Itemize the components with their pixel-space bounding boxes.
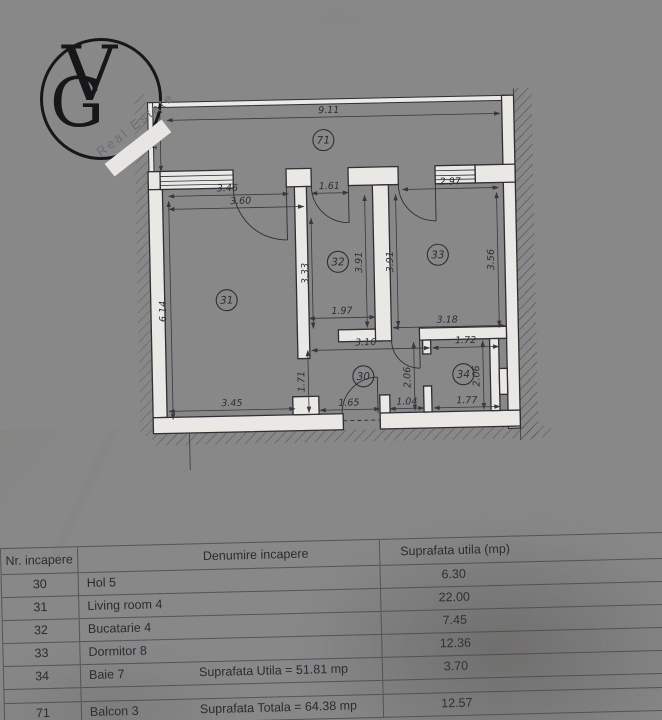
dim-bedroom-bottom: 3.18 [436,314,457,325]
dim-hall-bottom: 1.04 [396,396,417,407]
dim-bedroom-top: 2.97 [440,176,461,187]
logo-circle-icon [40,38,162,160]
dim-living-bottom: 3.45 [221,398,242,409]
dim-kitchen-left: 3.33 [300,263,311,284]
vg-real-estate-logo: V G Real Estate [36,34,226,184]
paper-crease [0,430,170,560]
room-label-kitchen: 32 [331,256,345,268]
dim-balcony-width: 9.11 [318,105,339,116]
floor-plan-drawing: 9.11 3.46 3.60 1.61 2.97 1.97 3.18 3.16 … [134,87,552,470]
dim-bedroom-left: 3.91 [385,251,396,272]
room-label-bath: 34 [457,369,471,381]
dim-living-top: 3.46 [217,183,238,194]
dim-hall-top: 3.16 [355,337,376,348]
windows [159,164,476,191]
paper-smudge [265,0,415,34]
cell-room-number: 31 [1,596,80,621]
room-labels: 71 31 32 33 30 34 [215,129,475,388]
logo-monogram-g: G [50,64,105,143]
dim-bedroom-right: 3.56 [486,249,497,270]
photo-shadow-bottom-right [272,500,662,720]
dim-bath-right: 2.06 [471,365,482,386]
dim-kitchen-top: 1.61 [319,181,340,192]
dim-living-left: 6.14 [158,301,169,322]
dim-hall-entrance: 1.65 [338,397,359,408]
dim-bath-left: 2.06 [402,367,413,388]
room-label-living: 31 [220,295,234,307]
room-label-hall: 30 [357,371,371,383]
dim-living-top-overall: 3.60 [230,196,251,207]
dim-bath-top: 1.72 [455,335,476,346]
dim-bath-bottom: 1.77 [456,395,477,406]
photo-shadow-bottom-left [0,640,260,720]
dim-hall-left: 1.71 [296,371,307,392]
room-label-balcony: 71 [317,134,331,146]
entrance-threshold [343,419,381,422]
room-label-bedroom: 33 [431,249,445,261]
cell-room-number: 30 [0,573,80,598]
logo-monogram-v: V [62,29,117,118]
dim-kitchen-bottom: 1.97 [331,306,352,317]
dim-kitchen-right: 3.91 [354,252,365,273]
